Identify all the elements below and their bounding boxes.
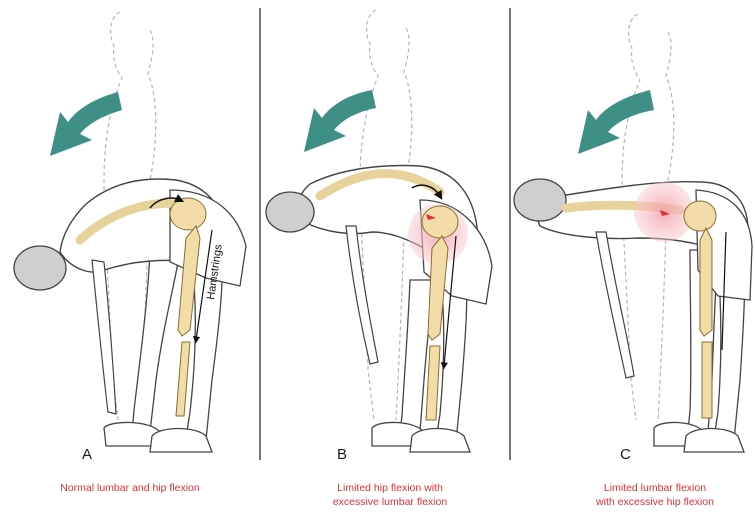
arm (596, 232, 634, 378)
caption-b-line-1: Limited hip flexion with (280, 481, 500, 495)
caption-c-line-1: Limited lumbar flexion (560, 481, 750, 495)
flexion-direction-arrow (578, 90, 654, 154)
arm (92, 260, 116, 414)
panel-a: Hamstrings (14, 12, 246, 452)
tibia-bone (702, 342, 712, 418)
caption-a-line-1: Normal lumbar and hip flexion (10, 481, 250, 495)
caption-c: Limited lumbar flexion with excessive hi… (560, 481, 750, 509)
panel-b (266, 10, 492, 452)
head (14, 246, 66, 290)
flexion-direction-arrow (304, 90, 376, 152)
caption-c-line-2: with excessive hip flexion (560, 495, 750, 509)
panel-letter-a: A (82, 446, 92, 463)
flexion-direction-arrow (50, 92, 122, 156)
tibia-bone (176, 342, 190, 416)
femur-bone (700, 228, 712, 336)
tibia-bone (426, 346, 440, 420)
panel-letter-c: C (620, 446, 631, 463)
pelvis-bone (684, 201, 716, 231)
head (266, 192, 314, 232)
pelvis-bone (170, 198, 206, 230)
caption-a: Normal lumbar and hip flexion (10, 481, 250, 495)
panel-c (514, 14, 752, 452)
caption-b-line-2: excessive lumbar flexion (280, 495, 500, 509)
caption-b: Limited hip flexion with excessive lumba… (280, 481, 500, 509)
leg-outline (132, 250, 180, 432)
pelvis-bone (422, 206, 458, 238)
arm (346, 226, 378, 364)
head (514, 179, 566, 221)
panel-letter-b: B (337, 446, 347, 463)
shoe (410, 429, 470, 453)
